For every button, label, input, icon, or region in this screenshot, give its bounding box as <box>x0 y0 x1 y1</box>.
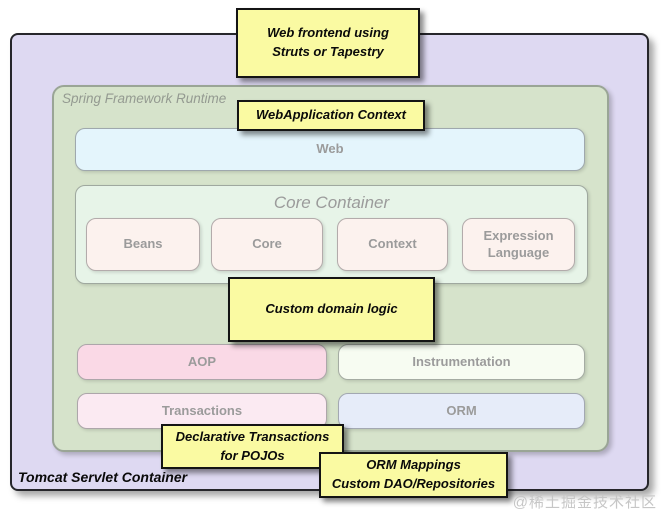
expression-language-module-box: Expression Language <box>462 218 575 271</box>
callout-web-frontend: Web frontend using Struts or Tapestry <box>236 8 420 78</box>
transactions-module-box: Transactions <box>77 393 327 429</box>
beans-module-box: Beans <box>86 218 200 271</box>
context-module-box: Context <box>337 218 448 271</box>
aop-module-box: AOP <box>77 344 327 380</box>
core-module-box: Core <box>211 218 323 271</box>
callout-declarative-transactions: Declarative Transactions for POJOs <box>161 424 344 469</box>
web-module-box: Web <box>75 128 585 171</box>
core-container-title: Core Container <box>273 193 390 212</box>
tomcat-servlet-container-label: Tomcat Servlet Container <box>18 469 188 485</box>
instrumentation-module-box: Instrumentation <box>338 344 585 380</box>
callout-webapplication-context: WebApplication Context <box>237 100 425 131</box>
juejin-watermark: @稀土掘金技术社区 <box>512 494 657 511</box>
callout-orm-mappings: ORM Mappings Custom DAO/Repositories <box>319 452 508 498</box>
orm-module-box: ORM <box>338 393 585 429</box>
callout-custom-domain-logic: Custom domain logic <box>228 277 435 342</box>
spring-framework-runtime-label: Spring Framework Runtime <box>62 91 227 106</box>
